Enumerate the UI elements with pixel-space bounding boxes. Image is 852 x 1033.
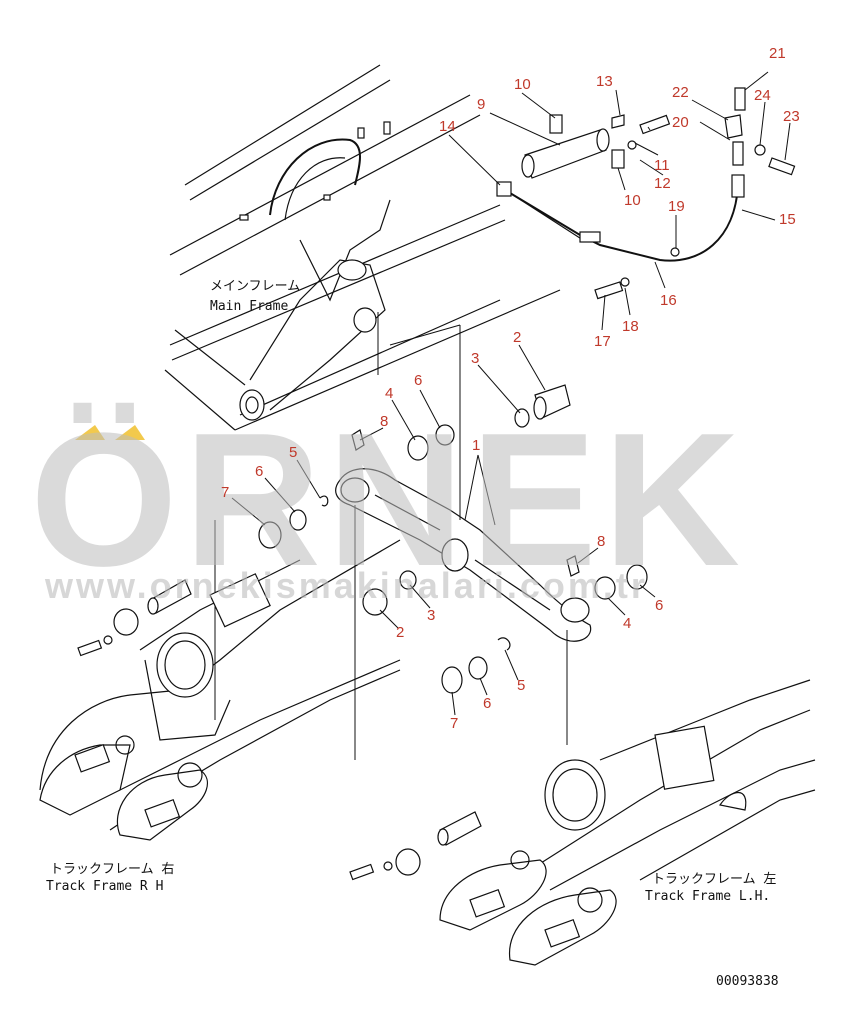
callout-4: 4 — [385, 385, 393, 402]
callout-22: 22 — [672, 84, 689, 101]
callout-8: 8 — [380, 413, 388, 430]
callout-7b: 7 — [450, 715, 458, 732]
pin-assembly — [496, 87, 796, 300]
callout-4b: 4 — [623, 615, 631, 632]
callout-8b: 8 — [597, 533, 605, 550]
callout-3: 3 — [471, 350, 479, 367]
callout-5: 5 — [289, 444, 297, 461]
track-frame-rh-label-en: Track Frame R H — [46, 879, 163, 894]
callout-23: 23 — [783, 108, 800, 125]
callout-10: 10 — [514, 76, 531, 93]
callout-2: 2 — [513, 329, 521, 346]
callout-16: 16 — [660, 292, 677, 309]
callout-24: 24 — [754, 87, 771, 104]
watermark-url: www.ornekismakinalari.com.tr — [44, 565, 648, 606]
track-frame-rh-drawing: トラックフレーム 右 Track Frame R H — [39, 539, 401, 894]
main-frame-label-en: Main Frame — [210, 299, 288, 314]
watermark-accent-right — [115, 425, 145, 440]
watermark-accent-left — [75, 425, 105, 440]
callout-11: 11 — [654, 157, 670, 174]
callout-14: 14 — [439, 118, 456, 135]
callout-20: 20 — [672, 114, 689, 131]
callout-1: 1 — [472, 437, 480, 454]
callout-6: 6 — [414, 372, 422, 389]
callout-12: 12 — [654, 175, 671, 192]
callout-2b: 2 — [396, 624, 404, 641]
watermark: ÖRNEK www.ornekismakinalari.com.tr — [30, 394, 746, 606]
callout-10b: 10 — [624, 192, 641, 209]
callout-9: 9 — [477, 96, 485, 113]
callout-17: 17 — [594, 333, 611, 350]
main-frame-label-jp: メインフレーム — [210, 279, 300, 294]
callout-6d: 6 — [483, 695, 491, 712]
callout-19: 19 — [668, 198, 685, 215]
callout-15: 15 — [779, 211, 796, 228]
callout-13: 13 — [596, 73, 613, 90]
watermark-brand: ÖRNEK — [30, 394, 746, 606]
callout-6b: 6 — [255, 463, 263, 480]
main-frame-drawing: メインフレーム Main Frame — [164, 64, 561, 431]
track-frame-lh-label-en: Track Frame L.H. — [645, 889, 770, 904]
callout-7: 7 — [221, 484, 229, 501]
callout-numbers: 1 2 2 3 3 4 4 5 5 6 6 6 6 7 7 8 8 9 10 1… — [221, 45, 800, 732]
leader-lines — [231, 71, 791, 716]
drawing-number: 00093838 — [716, 974, 779, 989]
equalizer-bar — [214, 312, 648, 760]
track-frame-rh-label-jp: トラックフレーム 右 — [50, 862, 174, 877]
callout-5b: 5 — [517, 677, 525, 694]
callout-18: 18 — [622, 318, 639, 335]
callout-21: 21 — [769, 45, 786, 62]
callout-6c: 6 — [655, 597, 663, 614]
track-frame-lh-label-jp: トラックフレーム 左 — [652, 872, 776, 887]
track-frame-lh-drawing: トラックフレーム 左 Track Frame L.H. — [349, 679, 816, 966]
callout-3b: 3 — [427, 607, 435, 624]
